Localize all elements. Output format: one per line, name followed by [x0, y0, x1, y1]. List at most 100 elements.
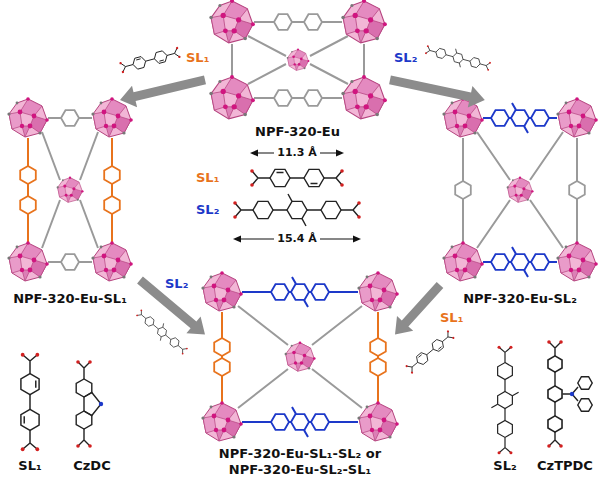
framework-bottom-clusters-part — [357, 401, 398, 441]
framework-top-clusters — [209, 0, 387, 119]
framework-node: NPF-320-Eu — [205, 0, 390, 140]
cztpdc-molecule-part — [549, 342, 578, 446]
framework-top-clusters-part — [209, 75, 255, 119]
framework-left-rings-part — [61, 254, 79, 270]
molecule-label: SL₁ — [196, 170, 219, 186]
molecule-label: SL₁ — [18, 458, 41, 474]
framework-left-rings-part — [61, 110, 79, 126]
framework-bottom-rings-part — [271, 414, 289, 430]
framework-node: NPF-320-Eu-SL₁ — [0, 100, 140, 307]
framework-right-rings-part — [491, 110, 509, 126]
czdc-molecule-part — [88, 360, 92, 364]
framework-top-rings-part — [304, 90, 322, 106]
framework-bottom — [222, 277, 378, 437]
framework-top-clusters-part — [287, 49, 310, 71]
molecule-label: CzTPDC — [537, 458, 593, 474]
molecule-label: SL₂ — [196, 202, 219, 218]
framework-bottom-rings-part — [291, 284, 309, 300]
dimension-arrows-part — [250, 150, 258, 157]
linker-label: SL₁ — [440, 310, 463, 326]
framework-right-part — [483, 103, 557, 277]
framework-top-clusters-part — [341, 75, 387, 119]
framework-bottom-rings-part — [214, 338, 230, 356]
reaction-arrow — [389, 75, 485, 107]
framework-top-rings-part — [274, 90, 292, 106]
dimension-arrows-part — [353, 236, 361, 243]
framework-bottom-clusters-part — [285, 341, 316, 371]
structure-name: NPF-320-Eu-SL₁-SL₂ or NPF-320-Eu-SL₂-SL₁ — [210, 446, 390, 478]
framework-top-clusters-part — [209, 0, 255, 43]
dimension-label: 11.3 Å — [274, 146, 319, 160]
framework-left-rings-part — [104, 166, 120, 184]
framework-top-rings — [274, 14, 322, 106]
structure-name: NPF-320-Eu-SL₁ — [13, 291, 127, 307]
linker-label: SL₂ — [165, 276, 188, 292]
framework-top-clusters-part — [341, 0, 387, 43]
framework-bottom-clusters-part — [357, 271, 398, 311]
framework-left-clusters-part — [7, 97, 48, 137]
dimension-label: 15.4 Å — [274, 232, 319, 246]
framework-right-clusters-part — [556, 241, 597, 281]
framework-right-clusters-part — [507, 176, 534, 202]
framework-top-rings-part — [274, 14, 292, 30]
framework-right-part — [463, 132, 577, 248]
dimension-arrows-part — [239, 153, 355, 239]
czdc-molecule — [76, 360, 103, 448]
framework-right-rings-part — [569, 181, 585, 199]
linker-molecules-part — [119, 47, 181, 74]
czdc-molecule-part — [76, 360, 80, 364]
framework-right-rings-part — [455, 181, 471, 199]
framework-top-rings-part — [304, 14, 322, 30]
linker-molecules-part — [21, 353, 39, 451]
framework-right-rings-part — [511, 254, 529, 270]
structure-name: NPF-320-Eu-SL₂ — [463, 291, 577, 307]
framework-top — [232, 22, 364, 98]
cztpdc-molecule — [547, 340, 592, 448]
reaction-arrow — [120, 75, 206, 107]
framework-bottom-rings-part — [370, 338, 386, 356]
cztpdc-molecule-part-part — [578, 377, 592, 389]
framework-node: NPF-320-Eu-SL₂ — [440, 100, 600, 307]
framework-bottom-clusters-part — [201, 401, 242, 441]
cztpdc-molecule-part — [559, 444, 563, 448]
framework-left-rings-part — [104, 196, 120, 214]
framework-bottom-part — [238, 306, 362, 408]
cztpdc-molecule-part — [547, 340, 551, 344]
linker-molecules-part — [233, 194, 361, 226]
framework-bottom-rings-part — [311, 414, 329, 430]
framework-bottom-rings-part — [311, 284, 329, 300]
czdc-molecule-part-part — [84, 393, 101, 416]
cztpdc-molecule-part-part — [578, 399, 592, 411]
dimension-arrows — [233, 150, 361, 243]
framework-left-part — [42, 118, 98, 262]
linker-molecules-part — [424, 41, 492, 74]
cztpdc-molecule-part-part — [548, 356, 562, 372]
structure-name: NPF-320-Eu — [255, 124, 340, 140]
framework-left-clusters — [7, 97, 132, 281]
molecule-label: CzDC — [73, 458, 110, 474]
linker-molecules — [21, 41, 519, 454]
dimension-arrows-part — [336, 150, 344, 157]
linker-molecules-part — [250, 169, 344, 187]
framework-bottom-rings-part — [214, 358, 230, 376]
framework-right-rings-part — [511, 110, 529, 126]
framework-right-clusters-part — [442, 241, 483, 281]
framework-bottom-part — [222, 312, 378, 402]
czdc-molecule-part — [76, 362, 101, 446]
cztpdc-molecule-part-part — [548, 416, 562, 432]
framework-left-rings-part — [20, 166, 36, 184]
linker-molecules-part — [405, 330, 455, 374]
cztpdc-molecule-part — [547, 444, 551, 448]
framework-right — [463, 103, 577, 277]
linker-molecules-part — [491, 346, 518, 454]
framework-right-clusters-part — [556, 97, 597, 137]
reaction-arrow — [395, 282, 443, 335]
linker-label: SL₁ — [186, 50, 209, 66]
framework-bottom-clusters — [201, 271, 398, 441]
framework-left-clusters-part — [91, 97, 132, 137]
framework-top-part — [232, 22, 364, 98]
cztpdc-molecule-part — [559, 340, 563, 344]
framework-bottom-clusters-part — [201, 271, 242, 311]
framework-left-clusters-part — [57, 176, 84, 202]
